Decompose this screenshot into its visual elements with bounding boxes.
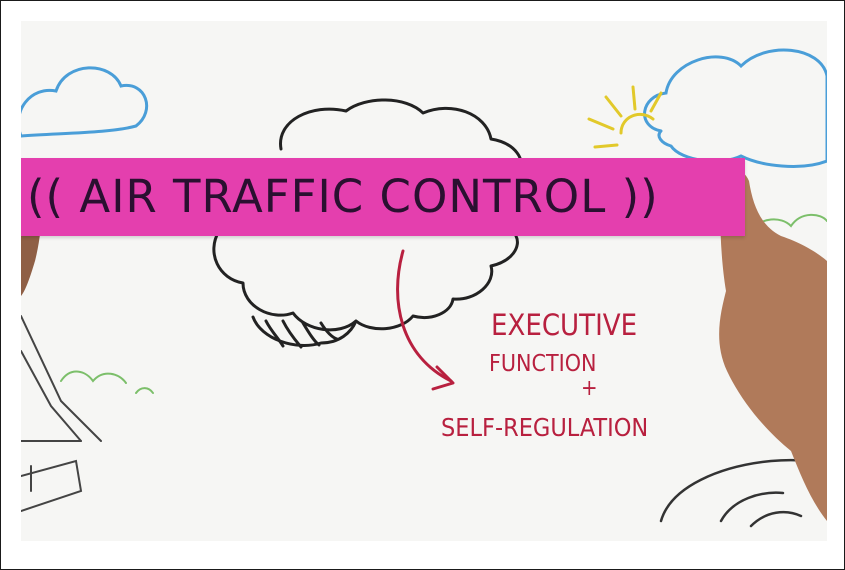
grass-icon: [60, 370, 154, 394]
scene-drawing: [21, 48, 827, 528]
self-regulation-label: SELF-REGULATION: [441, 413, 649, 442]
cloud-icon: [643, 48, 827, 168]
executive-label: EXECUTIVE: [491, 308, 638, 342]
banner-text: (( AIR TRAFFIC CONTROL )): [27, 170, 659, 223]
brain-icon: [212, 98, 523, 349]
sun-icon: [587, 85, 663, 149]
function-label: FUNCTION: [489, 351, 597, 377]
air-traffic-control-banner: (( AIR TRAFFIC CONTROL )): [21, 158, 745, 236]
whiteboard-scene: (( AIR TRAFFIC CONTROL )) EXECUTIVE FUNC…: [21, 21, 827, 541]
arrow-icon: [396, 249, 455, 391]
plus-label: +: [581, 376, 598, 401]
slide-drawing: [21, 315, 102, 512]
bottom-margin: [21, 541, 827, 569]
cloud-icon: [21, 66, 149, 138]
